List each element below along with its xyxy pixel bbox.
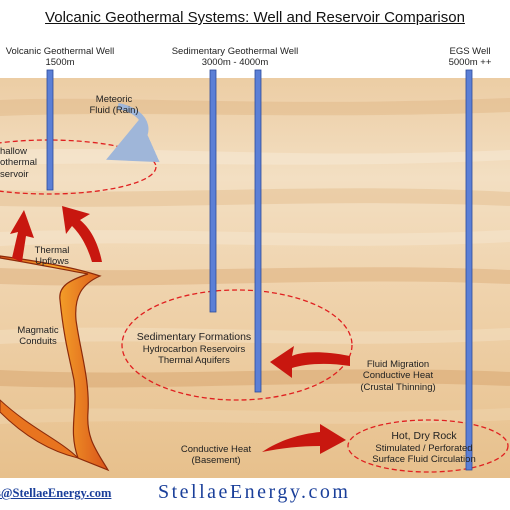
well-sedimentary-a xyxy=(209,69,217,313)
egs-reservoir-outline xyxy=(347,419,509,473)
magma-branch xyxy=(0,399,80,459)
magmatic-conduit xyxy=(0,255,110,472)
well-volcanic xyxy=(46,69,54,191)
meteoric-arrow xyxy=(106,103,160,163)
sedimentary-label: Sedimentary Formations Hydrocarbon Reser… xyxy=(136,331,252,366)
well-volcanic-label: Volcanic Geothermal Well 1500m xyxy=(5,46,115,69)
upflow-arrow-right xyxy=(62,206,102,262)
fluid-migration-label: Fluid Migration Conductive Heat (Crustal… xyxy=(360,359,436,393)
brand-name: StellaeEnergy.com xyxy=(158,481,351,503)
well-sedimentary-label: Sedimentary Geothermal Well 3000m - 4000… xyxy=(171,46,299,69)
conductive-basement-label: Conductive Heat (Basement) xyxy=(180,444,252,467)
well-egs xyxy=(465,69,473,471)
upflow-arrow-left xyxy=(10,210,34,262)
page-title: Volcanic Geothermal Systems: Well and Re… xyxy=(45,9,465,26)
email-link[interactable]: s@StellaeEnergy.com xyxy=(0,486,112,500)
meteoric-label: Meteoric Fluid (Rain) xyxy=(89,94,139,117)
fluid-migration-arrow xyxy=(270,346,350,378)
well-sedimentary-b xyxy=(254,69,262,393)
magmatic-conduits-label: Magmatic Conduits xyxy=(17,325,59,348)
shallow-reservoir-label: hallow othermal servoir xyxy=(0,146,37,180)
well-egs-label: EGS Well 5000m ++ xyxy=(448,46,492,69)
hot-dry-rock-label: Hot, Dry Rock Stimulated / Perforated Su… xyxy=(372,430,476,465)
sedimentary-reservoir-outline xyxy=(121,289,353,401)
conductive-heat-arrow xyxy=(262,424,346,454)
thermal-upflows-label: Thermal Upflows xyxy=(34,245,70,268)
